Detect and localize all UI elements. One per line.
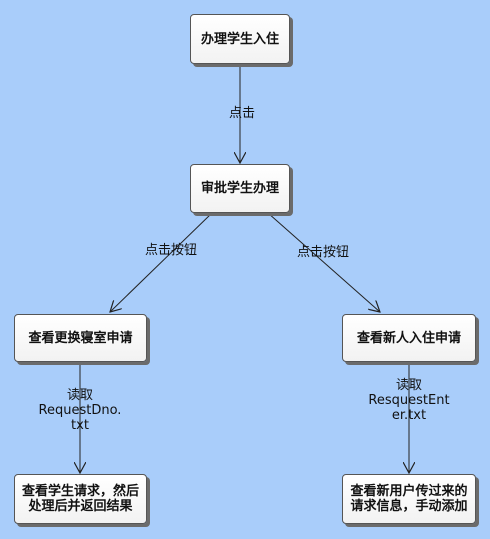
edge-label-read-right-file-2: er.txt (391, 408, 427, 423)
edge-approve-to-new (267, 212, 380, 312)
node-handle-checkin[interactable]: 办理学生入住 (190, 14, 290, 64)
node-approve-label: 审批学生办理 (200, 181, 279, 196)
edge-label-click-button-right: 点击按钮 (296, 245, 349, 260)
node-handle-checkin-label: 办理学生入住 (200, 31, 279, 47)
edge-label-read-left-file-1: RequestDno. (38, 403, 122, 418)
node-view-change-dorm[interactable]: 查看更换寝室申请 (14, 314, 147, 362)
edge-label-read-right-file-1: ResquestEnt (368, 393, 450, 408)
edge-label-read-left-title: 读取 (66, 388, 93, 403)
edge-label-read-right: 读取 ResquestEnt er.txt (356, 378, 462, 423)
edge-label-read-left-file-2: txt (71, 418, 89, 433)
edge-label-read-left: 读取 RequestDno. txt (26, 388, 134, 433)
node-approve[interactable]: 审批学生办理 (190, 164, 290, 213)
node-view-requests[interactable]: 查看学生请求，然后处理后并返回结果 (14, 474, 147, 524)
node-view-new-user[interactable]: 查看新用户传过来的请求信息，手动添加 (342, 474, 476, 524)
edge-label-click-button-left: 点击按钮 (144, 243, 197, 258)
node-view-change-dorm-label: 查看更换寝室申请 (28, 330, 133, 346)
node-view-new-checkin-label: 查看新人入住申请 (356, 330, 461, 346)
edge-label-click: 点击 (228, 106, 255, 121)
edge-label-read-right-title: 读取 (395, 378, 422, 393)
edge-approve-to-change (110, 212, 213, 312)
node-view-new-checkin[interactable]: 查看新人入住申请 (342, 314, 476, 362)
node-view-requests-label: 查看学生请求，然后处理后并返回结果 (21, 484, 139, 514)
node-view-new-user-label: 查看新用户传过来的请求信息，手动添加 (350, 484, 468, 514)
